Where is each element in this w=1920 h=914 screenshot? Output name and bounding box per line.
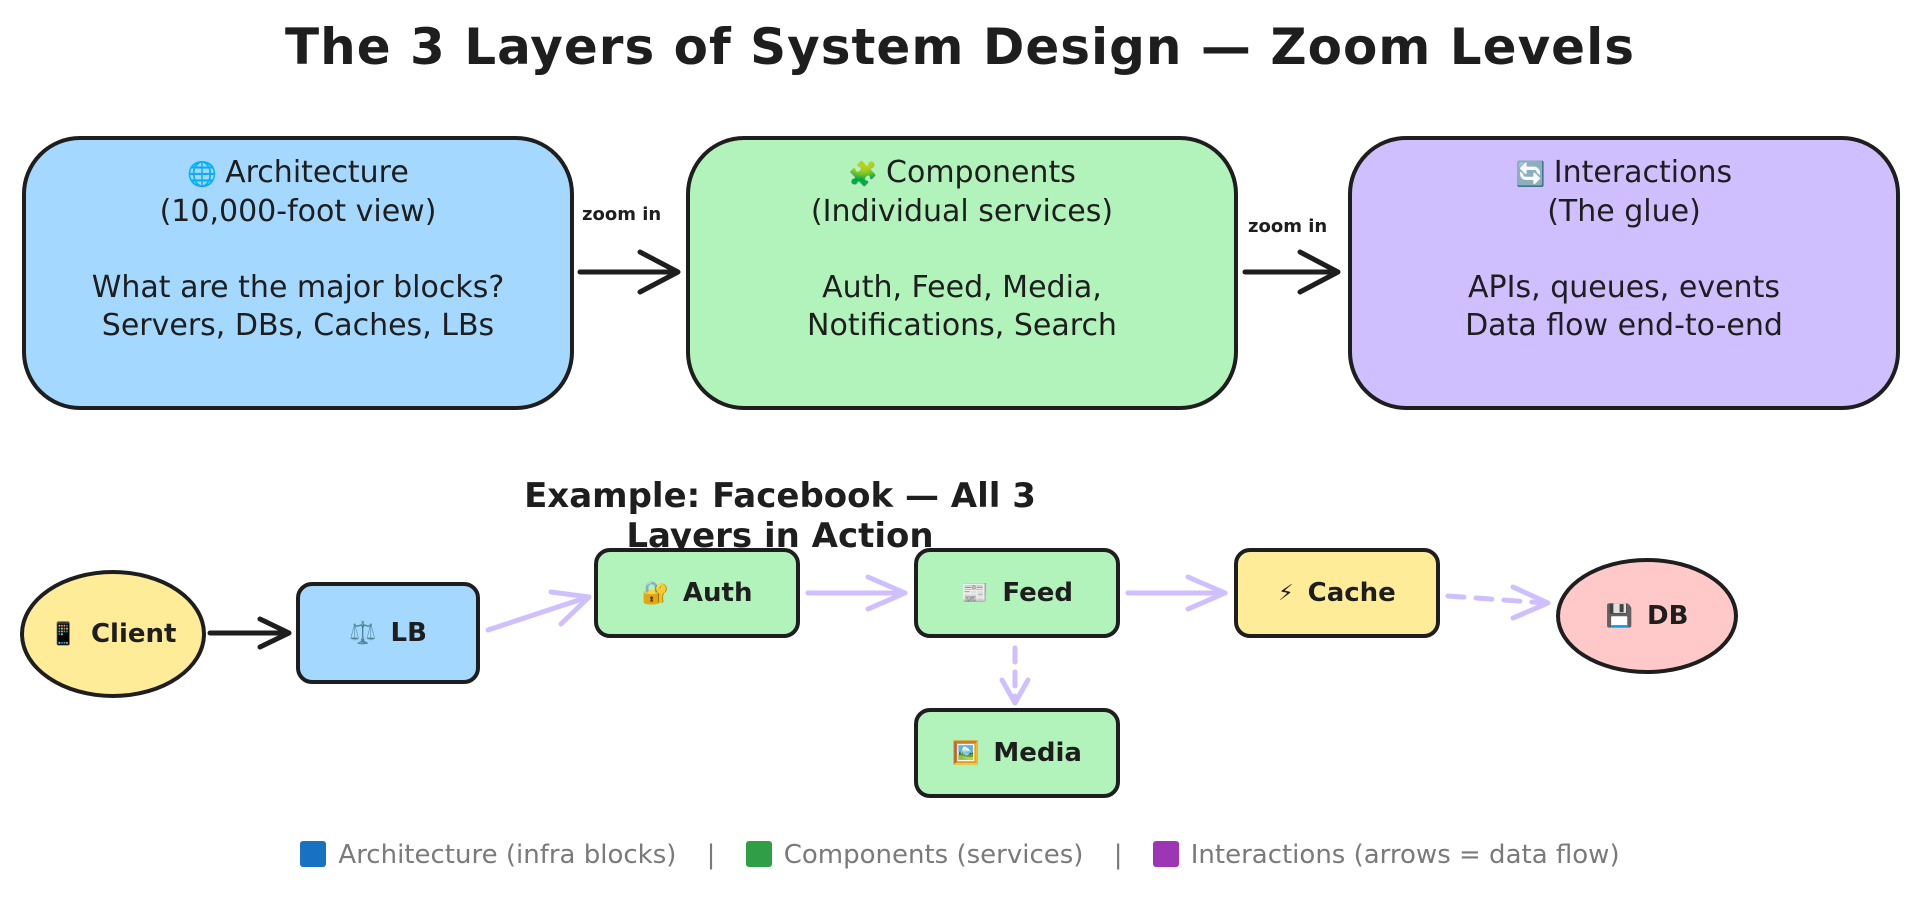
node-label: Cache bbox=[1307, 578, 1396, 608]
zoom-arrow-1 bbox=[577, 249, 681, 295]
media-node: 🖼️ Media bbox=[914, 708, 1120, 798]
zoom-label: zoom in bbox=[582, 204, 662, 225]
layer-description: What are the major blocks? bbox=[91, 270, 505, 305]
puzzle-icon: 🧩 bbox=[848, 160, 879, 188]
example-title: Example: Facebook — All 3 Layers in Acti… bbox=[524, 476, 1036, 556]
arrow-feed-media bbox=[999, 645, 1031, 706]
mobile-phone-icon: 📱 bbox=[49, 621, 77, 647]
green-square-icon bbox=[745, 841, 772, 867]
layer-subtitle: (The glue) bbox=[1547, 194, 1701, 229]
legend-item-components: Components (services) bbox=[783, 840, 1084, 870]
lb-node: ⚖️ LB bbox=[296, 582, 480, 684]
layer-description: Servers, DBs, Caches, LBs bbox=[101, 308, 495, 343]
db-node: 💾 DB bbox=[1556, 558, 1738, 674]
layer-title: Architecture bbox=[225, 155, 409, 190]
architecture-layer-box: 🌐Architecture (10,000-foot view) What ar… bbox=[22, 136, 574, 410]
node-label: Media bbox=[993, 738, 1082, 768]
globe-icon: 🌐 bbox=[187, 160, 218, 188]
arrow-lb-auth bbox=[485, 589, 592, 633]
legend: Architecture (infra blocks) | Components… bbox=[0, 840, 1920, 870]
layer-description: Notifications, Search bbox=[807, 308, 1117, 343]
client-node: 📱 Client bbox=[20, 570, 206, 698]
legend-item-architecture: Architecture (infra blocks) bbox=[338, 840, 677, 870]
floppy-disk-icon: 💾 bbox=[1605, 603, 1633, 629]
layer-description: APIs, queues, events bbox=[1468, 270, 1780, 305]
cache-node: ⚡ Cache bbox=[1234, 548, 1440, 638]
purple-square-icon bbox=[1152, 841, 1179, 867]
node-label: Feed bbox=[1002, 578, 1073, 608]
arrow-feed-cache bbox=[1125, 574, 1228, 612]
arrow-cache-db bbox=[1445, 584, 1551, 621]
node-label: Client bbox=[90, 619, 177, 649]
layer-subtitle: (10,000-foot view) bbox=[159, 194, 437, 229]
node-label: Auth bbox=[682, 578, 753, 608]
legend-separator: | bbox=[1113, 840, 1123, 870]
balance-scale-icon: ⚖️ bbox=[349, 620, 377, 646]
blue-square-icon bbox=[300, 841, 327, 867]
picture-icon: 🖼️ bbox=[952, 740, 980, 766]
arrow-auth-feed bbox=[805, 574, 908, 612]
legend-separator: | bbox=[706, 840, 716, 870]
arrow-client-lb bbox=[207, 616, 292, 650]
page-title: The 3 Layers of System Design — Zoom Lev… bbox=[285, 18, 1635, 76]
auth-node: 🔐 Auth bbox=[594, 548, 800, 638]
lightning-icon: ⚡ bbox=[1278, 580, 1294, 606]
layer-title: Interactions bbox=[1553, 155, 1733, 190]
node-label: DB bbox=[1647, 601, 1689, 631]
zoom-label: zoom in bbox=[1248, 216, 1328, 237]
newspaper-icon: 📰 bbox=[961, 580, 989, 606]
node-label: LB bbox=[390, 618, 427, 648]
refresh-icon: 🔄 bbox=[1515, 160, 1546, 188]
layer-subtitle: (Individual services) bbox=[810, 194, 1114, 229]
lock-icon: 🔐 bbox=[641, 580, 669, 606]
interactions-layer-box: 🔄Interactions (The glue) APIs, queues, e… bbox=[1348, 136, 1900, 410]
layer-title: Components bbox=[886, 155, 1076, 190]
layer-description: Auth, Feed, Media, bbox=[822, 270, 1102, 305]
layer-description: Data flow end-to-end bbox=[1465, 308, 1783, 343]
legend-item-interactions: Interactions (arrows = data flow) bbox=[1190, 840, 1620, 870]
feed-node: 📰 Feed bbox=[914, 548, 1120, 638]
zoom-arrow-2 bbox=[1242, 249, 1341, 295]
components-layer-box: 🧩Components (Individual services) Auth, … bbox=[686, 136, 1238, 410]
